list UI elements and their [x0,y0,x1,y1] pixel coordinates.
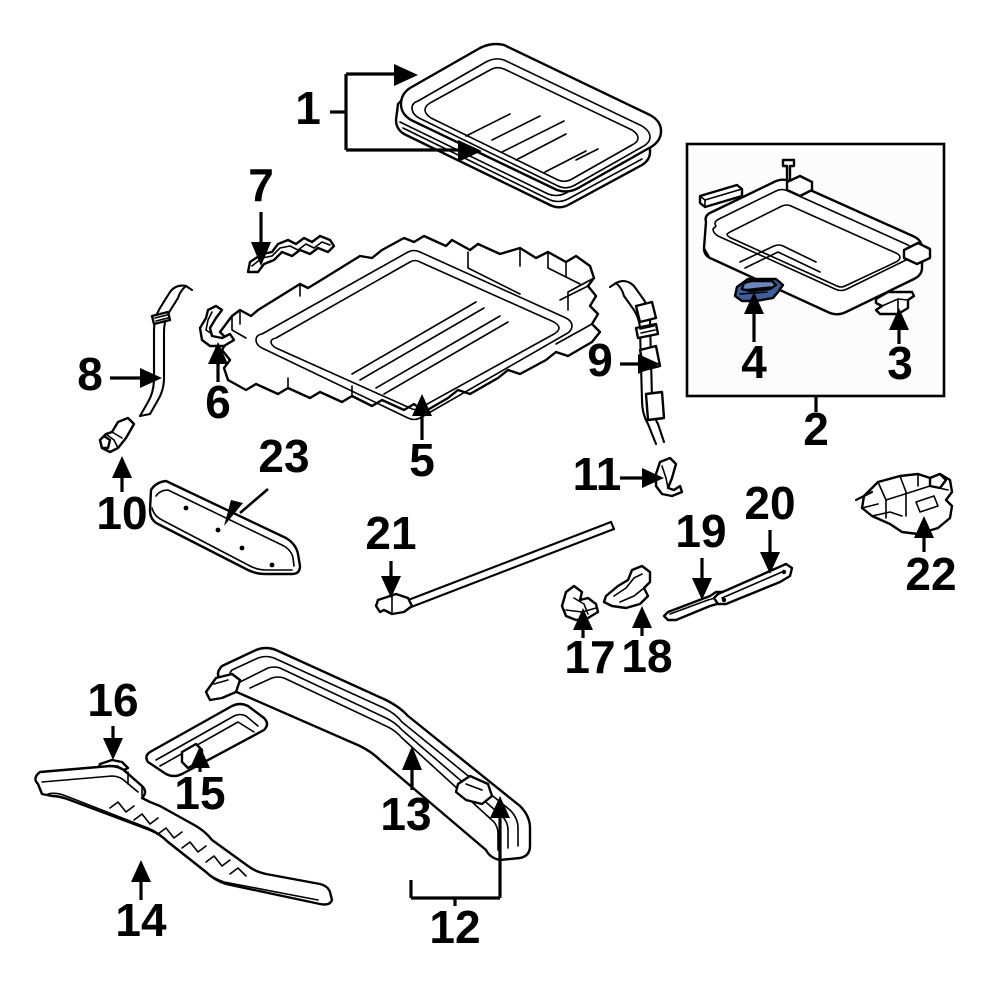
callout-label-22: 22 [905,548,956,600]
part-sunroof-frame-housing[interactable] [218,234,602,440]
part-drain-tube-front-right[interactable] [608,280,666,446]
arrow-1-lower [458,140,482,162]
callout-label-14: 14 [115,894,167,946]
part-guide-rail-assembly[interactable] [204,646,532,906]
part-sunroof-motor[interactable] [854,472,954,552]
callout-label-5: 5 [409,434,435,486]
part-drive-cable-rod[interactable] [374,520,616,616]
part-sunshade-assembly[interactable] [698,158,932,316]
callout-label-2: 2 [803,403,829,455]
part-guide-shoe-small[interactable] [662,558,730,622]
callout-label-23: 23 [258,430,309,482]
callout-label-3: 3 [887,337,913,389]
arrow-1-upper [394,64,418,86]
part-sunshade-stopper-left-highlighted[interactable] [733,277,785,303]
callout-label-15: 15 [174,767,225,819]
part-wind-deflector-panel[interactable] [148,479,302,576]
callout-label-12: 12 [429,901,480,953]
part-sunshade-stopper-right[interactable] [874,290,916,316]
callout-label-21: 21 [365,507,416,559]
part-lift-bracket-left[interactable] [560,584,600,638]
callout-label-7: 7 [248,159,274,211]
callout-label-11: 11 [573,448,622,500]
part-drain-tube-elbow-right[interactable] [620,456,684,498]
part-lift-arm-bracket[interactable] [602,564,652,636]
callout-label-6: 6 [205,376,231,428]
part-rail-end-bracket[interactable] [145,702,269,778]
callout-label-8: 8 [77,348,103,400]
callout-label-1: 1 [295,82,321,134]
part-drain-tube-elbow-left[interactable] [98,416,136,492]
part-drain-hose-clip[interactable] [198,304,236,382]
part-guide-shoe-long[interactable] [712,530,794,606]
part-drain-tube-front-left[interactable] [110,284,194,418]
leader-4 [744,292,764,342]
callout-labels: 1 2 3 4 5 6 7 8 9 10 11 12 13 14 15 16 1… [77,82,956,953]
callout-label-20: 20 [744,477,795,529]
leader-3 [889,308,909,344]
callout-label-9: 9 [587,334,613,386]
part-sunroof-glass-panel[interactable] [330,42,663,209]
part-deflector-bracket[interactable] [246,212,336,274]
callout-label-10: 10 [96,487,147,539]
callout-label-16: 16 [87,674,138,726]
callout-label-13: 13 [380,788,431,840]
callout-label-4: 4 [741,336,767,388]
part-front-weatherstrip[interactable] [34,764,334,906]
callout-label-18: 18 [621,630,672,682]
callout-label-17: 17 [564,631,615,683]
callout-label-19: 19 [675,505,726,557]
